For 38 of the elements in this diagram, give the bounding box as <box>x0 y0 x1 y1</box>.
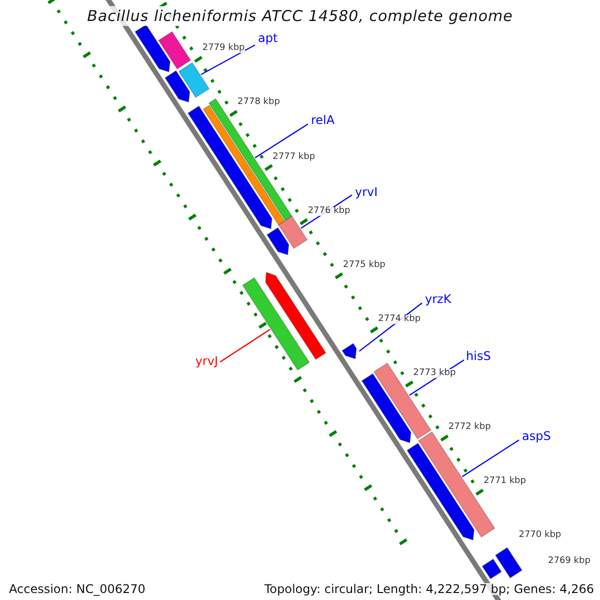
scale-label: 2770 kbp <box>518 531 562 540</box>
gene-label: yrzK <box>425 293 452 305</box>
gene-feature-bar <box>266 227 290 256</box>
gene-label: aspS <box>522 430 551 442</box>
leader-line <box>220 328 270 362</box>
scale-label: 2775 kbp <box>342 260 386 270</box>
gene-label: hisS <box>466 350 491 362</box>
gene-feature-bar <box>278 216 308 250</box>
gene-feature-bar <box>164 70 190 103</box>
gene-label: yrvJ <box>195 355 218 367</box>
scale-label: 2779 kbp <box>202 44 245 54</box>
gene-feature-bar <box>482 558 502 580</box>
leader-line <box>200 44 256 76</box>
gene-feature-bar <box>208 98 293 222</box>
gene-feature-bar <box>158 31 192 70</box>
scale-label: 2778 kbp <box>238 98 280 108</box>
accession-text: Accession: NC_006270 <box>9 583 146 595</box>
scale-label: 2776 kbp <box>308 206 350 216</box>
gene-label: apt <box>258 32 278 44</box>
leader-line <box>462 440 520 478</box>
gene-feature-bar <box>406 442 475 541</box>
gene-feature-bar <box>134 24 171 73</box>
scale-label: 2771 kbp <box>484 477 526 486</box>
gene-feature-bar <box>187 105 272 230</box>
scale-label: 2773 kbp <box>413 368 456 378</box>
scale-label: 2772 kbp <box>448 423 491 432</box>
gene-feature-bar <box>361 373 412 444</box>
scale-label: 2777 kbp <box>272 152 316 162</box>
gene-feature-bar <box>178 62 210 98</box>
leader-line <box>254 124 308 158</box>
scale-label: 2774 kbp <box>378 314 421 324</box>
gene-label: relA <box>311 114 335 126</box>
gene-feature-bar <box>242 277 310 371</box>
gene-feature-bar <box>342 342 357 360</box>
gene-label: yrvI <box>355 186 378 198</box>
scale-label: 2769 kbp <box>548 557 590 566</box>
gene-feature-bar <box>265 272 326 360</box>
genome-info-text: Topology: circular; Length: 4,222,597 bp; Genes: 4,266 <box>264 583 594 595</box>
